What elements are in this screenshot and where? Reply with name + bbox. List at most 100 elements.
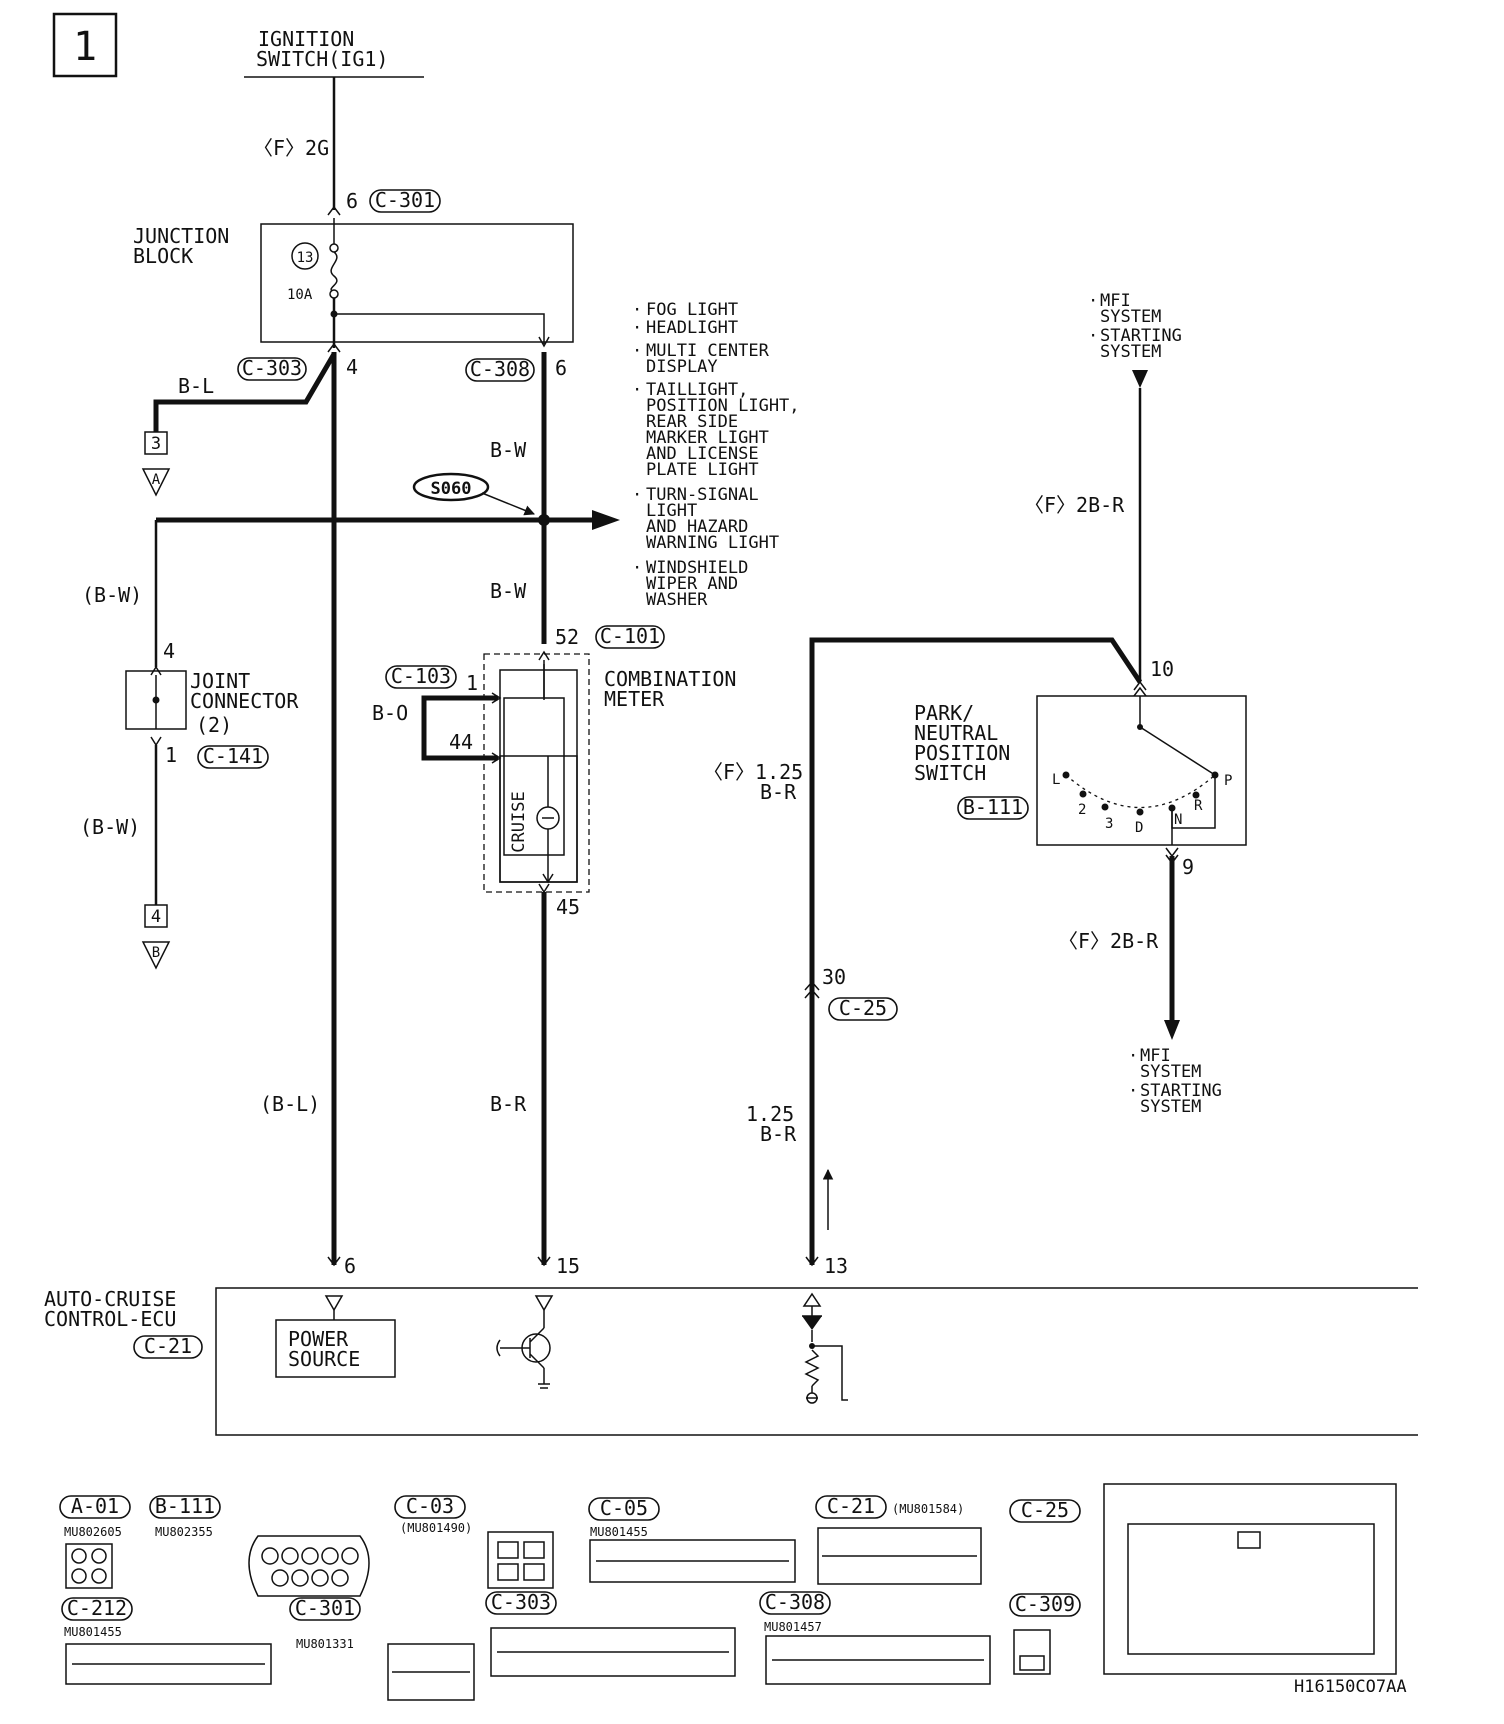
pn-switch-box	[1036, 695, 1247, 846]
power-source-label-2: SOURCE	[288, 1347, 360, 1371]
joint-connector-label-1: JOINT	[190, 669, 250, 693]
svg-text:C-05: C-05	[600, 1496, 648, 1520]
ignition-label-1: IGNITION	[258, 27, 354, 51]
svg-text:MU801455: MU801455	[590, 1525, 648, 1539]
pin-30: 30	[822, 965, 846, 989]
svg-text:MU802355: MU802355	[155, 1525, 213, 1539]
connector-tag-c308: C-308	[465, 357, 535, 382]
connector-tag-b111: B-111	[957, 795, 1029, 820]
wire-label-b-r: B-R	[490, 1092, 527, 1116]
wire-label-f-125-b: B-R	[760, 780, 797, 804]
wire-label-f-2g: 〈F〉2G	[253, 136, 329, 160]
svg-text:2: 2	[1078, 802, 1086, 818]
svg-text:B: B	[152, 945, 160, 961]
connector-tag-c141: C-141	[197, 744, 269, 769]
svg-text:C-309: C-309	[1015, 1592, 1075, 1616]
svg-text:STARTING: STARTING	[1100, 326, 1182, 346]
svg-text:DISPLAY: DISPLAY	[646, 357, 718, 377]
connector-tag-c25: C-25	[828, 996, 898, 1021]
cruise-indicator	[499, 755, 578, 883]
wire-b-l-branch	[153, 352, 337, 432]
connector-view-c212: C-212 MU801455	[61, 1596, 272, 1685]
svg-text:SYSTEM: SYSTEM	[1100, 307, 1161, 327]
svg-text:P: P	[1224, 773, 1232, 789]
svg-text:C-303: C-303	[242, 356, 302, 380]
ground-ref-b: 4 B	[141, 904, 171, 970]
svg-text:C-301: C-301	[375, 188, 435, 212]
connector-view-c21: C-21 (MU801584)	[815, 1494, 982, 1585]
svg-text:FOG LIGHT: FOG LIGHT	[646, 300, 738, 320]
svg-text:WIPER AND: WIPER AND	[646, 574, 738, 594]
mfi-top-list: ·MFI SYSTEM ·STARTING SYSTEM	[1088, 291, 1182, 362]
svg-text:·: ·	[1088, 326, 1098, 346]
combination-meter-label-2: METER	[604, 687, 665, 711]
pin-13-ecu: 13	[824, 1254, 848, 1278]
wire-label-f-125-a: 〈F〉1.25	[703, 760, 803, 784]
combination-meter-box	[483, 653, 590, 893]
figure-code: H16150CO7AA	[1294, 1677, 1407, 1697]
wire-label-f-2b-r-bottom: 〈F〉2B-R	[1058, 929, 1159, 953]
svg-text:S060: S060	[431, 479, 472, 499]
pin-6-c301: 6	[346, 189, 358, 213]
svg-text:N: N	[1174, 812, 1182, 828]
pin-9: 9	[1182, 855, 1194, 879]
svg-text:SYSTEM: SYSTEM	[1100, 342, 1161, 362]
svg-text:·: ·	[632, 558, 642, 578]
pn-switch-contacts: L 2 3 D N R P	[1052, 696, 1232, 845]
pin-45: 45	[556, 895, 580, 919]
connector-view-b111: B-111 MU802355	[149, 1494, 370, 1597]
pin-1-joint: 1	[165, 743, 177, 767]
svg-text:MU801457: MU801457	[764, 1620, 822, 1634]
connector-view-c05: C-05 MU801455	[588, 1496, 796, 1583]
wire-1-25-b-r	[809, 637, 1143, 1265]
svg-text:MU801455: MU801455	[64, 1625, 122, 1639]
mfi-bottom-list: ·MFI SYSTEM ·STARTING SYSTEM	[1128, 1046, 1222, 1117]
combination-meter-label-1: COMBINATION	[604, 667, 736, 691]
wire-label-b-l: B-L	[178, 374, 214, 398]
pin-6-ecu: 6	[344, 1254, 356, 1278]
page-number: 1	[73, 24, 97, 70]
svg-text:LIGHT: LIGHT	[646, 501, 697, 521]
svg-text:·: ·	[632, 341, 642, 361]
svg-text:MU802605: MU802605	[64, 1525, 122, 1539]
wire-label-b-w-top: B-W	[490, 438, 527, 462]
fuse-amperage: 10A	[287, 287, 313, 303]
svg-text:C-308: C-308	[470, 357, 530, 381]
svg-text:C-141: C-141	[203, 744, 263, 768]
svg-text:WINDSHIELD: WINDSHIELD	[646, 558, 748, 578]
connector-view-c309: C-309	[1009, 1592, 1081, 1675]
svg-text:·: ·	[632, 318, 642, 338]
pin-10: 10	[1150, 657, 1174, 681]
svg-text:C-308: C-308	[765, 1590, 825, 1614]
svg-text:·: ·	[632, 300, 642, 320]
pin-1-c103: 1	[466, 671, 478, 695]
svg-text:C-21: C-21	[144, 1334, 192, 1358]
svg-text:MU801331: MU801331	[296, 1637, 354, 1651]
pn-switch-label-3: POSITION	[914, 741, 1010, 765]
pin-6-c308: 6	[555, 356, 567, 380]
svg-text:TAILLIGHT,: TAILLIGHT,	[646, 380, 748, 400]
svg-text:A: A	[152, 472, 161, 488]
diode-resistor-input-icon	[802, 1292, 848, 1404]
wire-label-b-w-left-2: (B-W)	[80, 815, 140, 839]
svg-text:C-301: C-301	[295, 1596, 355, 1620]
svg-text:SYSTEM: SYSTEM	[1140, 1062, 1201, 1082]
fuse-number: 13	[297, 250, 314, 266]
svg-text:B-111: B-111	[155, 1494, 215, 1518]
svg-text:B-111: B-111	[963, 795, 1023, 819]
connector-tag-c103: C-103	[385, 664, 457, 689]
splice-s060-tag: S060	[412, 472, 535, 516]
pn-switch-label-4: SWITCH	[914, 761, 986, 785]
ecu-label-2: CONTROL-ECU	[44, 1307, 176, 1331]
transistor-icon	[496, 1295, 554, 1389]
wire-label-b-l-paren: (B-L)	[260, 1092, 320, 1116]
ground-ref-a: 3 A	[141, 431, 171, 497]
svg-text:C-101: C-101	[600, 624, 660, 648]
connector-view-c25: C-25	[1009, 1483, 1397, 1675]
svg-text:L: L	[1052, 772, 1060, 788]
wire-label-b-w-mid: B-W	[490, 579, 527, 603]
svg-text:·: ·	[1128, 1081, 1138, 1101]
svg-text:SYSTEM: SYSTEM	[1140, 1097, 1201, 1117]
svg-text:3: 3	[1105, 816, 1113, 832]
